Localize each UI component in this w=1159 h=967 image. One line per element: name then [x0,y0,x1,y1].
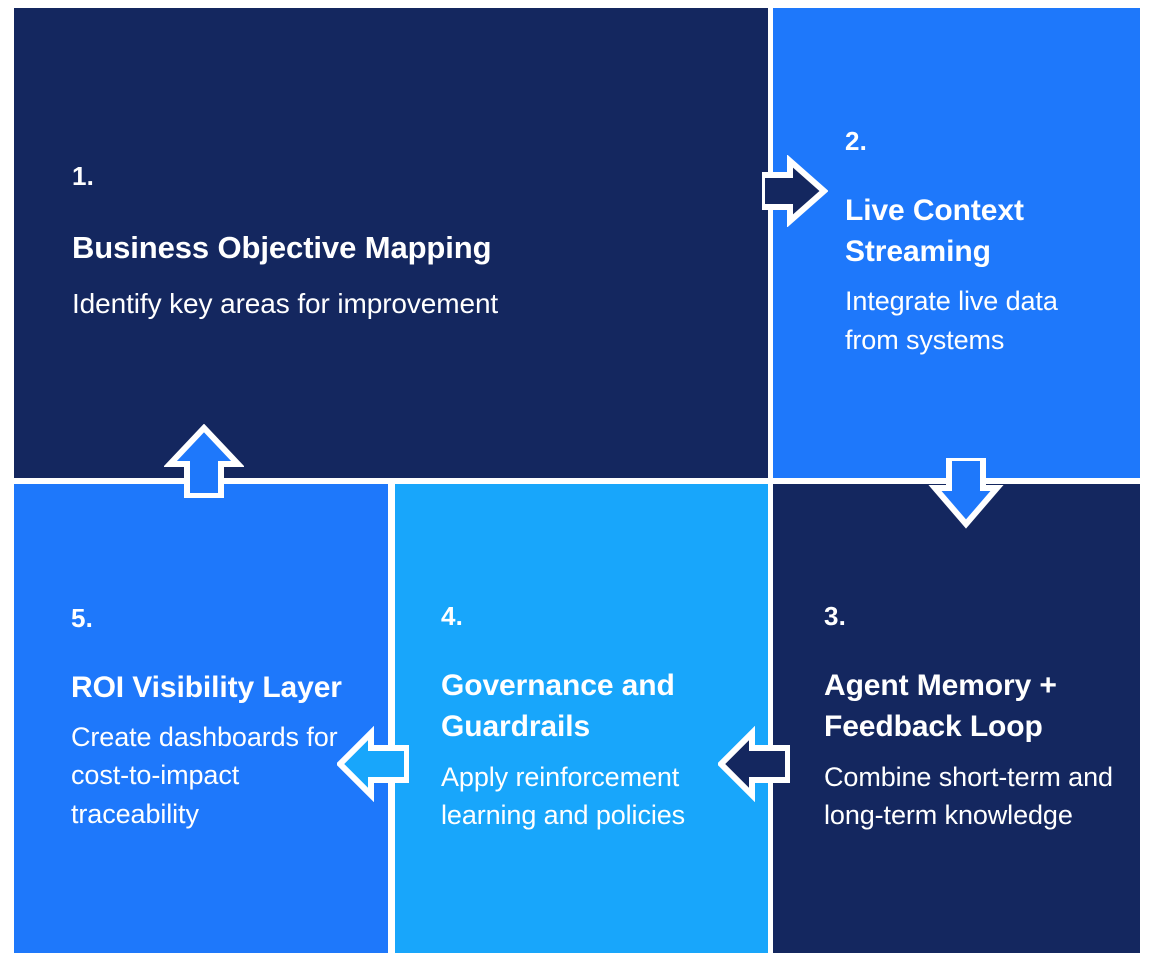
step-1-number: 1. [72,161,95,192]
step-card-4-content: 4. Governance and Guardrails Apply reinf… [395,602,768,834]
step-4-number: 4. [441,601,464,632]
step-4-description: Apply reinforcement learning and policie… [441,761,686,831]
step-3-description: Combine short-term and long-term knowled… [824,761,1113,831]
step-card-1-content: 1. Business Objective Mapping Identify k… [14,162,768,323]
step-2-title: Live Context Streaming [845,193,1024,268]
step-card-3[interactable]: 3. Agent Memory + Feedback Loop Combine … [773,484,1140,953]
step-card-5[interactable]: 5. ROI Visibility Layer Create dashboard… [14,484,388,953]
step-2-number: 2. [845,125,868,156]
step-card-3-content: 3. Agent Memory + Feedback Loop Combine … [773,602,1140,834]
step-card-4[interactable]: 4. Governance and Guardrails Apply reinf… [395,484,768,953]
step-5-description: Create dashboards for cost-to-impact tra… [71,722,338,829]
step-1-description: Identify key areas for improvement [72,287,499,319]
step-5-title: ROI Visibility Layer [71,670,342,704]
step-4-title: Governance and Guardrails [441,669,675,744]
step-3-title: Agent Memory + Feedback Loop [824,669,1057,744]
step-3-number: 3. [824,601,847,632]
step-2-description: Integrate live data from systems [845,286,1058,355]
step-card-2[interactable]: 2. Live Context Streaming Integrate live… [773,8,1140,478]
step-1-title: Business Objective Mapping [72,230,492,266]
step-5-number: 5. [71,603,94,634]
step-card-1[interactable]: 1. Business Objective Mapping Identify k… [14,8,768,478]
step-card-2-content: 2. Live Context Streaming Integrate live… [773,127,1140,359]
step-card-5-content: 5. ROI Visibility Layer Create dashboard… [14,604,388,833]
